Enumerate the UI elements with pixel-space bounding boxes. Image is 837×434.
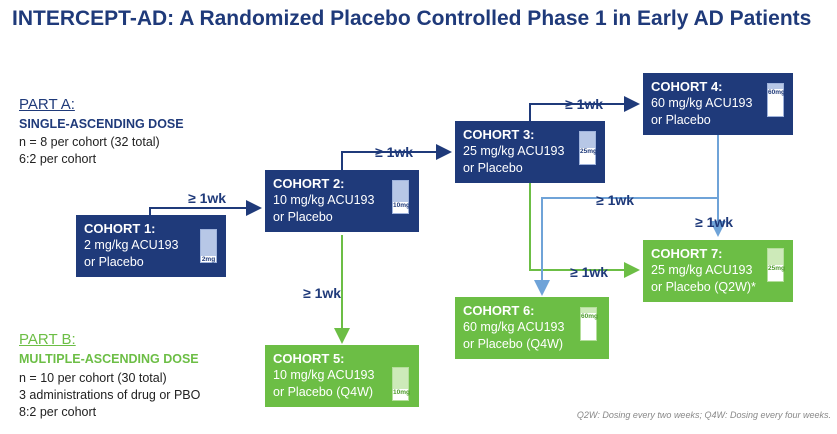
cohort-1-box: COHORT 1: 2 mg/kg ACU193 or Placebo 2mg <box>76 215 226 277</box>
cohort-4-vial-fill: 60mg <box>768 88 785 116</box>
part-b-line-3: 8:2 per cohort <box>19 405 97 419</box>
cohort-5-dose: 10 mg/kg ACU193 <box>273 368 375 382</box>
cohort-4-dose: 60 mg/kg ACU193 <box>651 96 753 110</box>
cohort-5-box: COHORT 5: 10 mg/kg ACU193 or Placebo (Q4… <box>265 345 419 407</box>
cohort-5-title: COHORT 5: <box>273 351 345 366</box>
cohort-2-placebo: or Placebo <box>273 210 333 224</box>
part-b-heading: PART B: <box>19 331 76 348</box>
cohort-4-vial-icon: 60mg <box>767 83 785 117</box>
part-a-heading: PART A: <box>19 96 75 113</box>
cohort-4-placebo: or Placebo <box>651 113 711 127</box>
cohort-5-placebo: or Placebo (Q4W) <box>273 385 374 399</box>
interval-label-c2-c5: ≥ 1wk <box>303 285 342 301</box>
cohort-5-vial-fill: 10mg <box>393 388 410 400</box>
cohort-1-title: COHORT 1: <box>84 221 156 236</box>
cohort-4-box: COHORT 4: 60 mg/kg ACU193 or Placebo 60m… <box>643 73 793 135</box>
interval-label-c2-c3: ≥ 1wk <box>375 144 414 160</box>
part-a-subheading: SINGLE-ASCENDING DOSE <box>19 117 184 131</box>
cohort-2-vial-fill: 10mg <box>393 201 410 213</box>
part-b-line-1: n = 10 per cohort (30 total) <box>19 371 167 385</box>
footnote: Q2W: Dosing every two weeks; Q4W: Dosing… <box>576 410 831 420</box>
cohort-7-vial-fill: 25mg <box>768 265 785 281</box>
cohort-6-dose: 60 mg/kg ACU193 <box>463 320 565 334</box>
cohort-2-title: COHORT 2: <box>273 176 345 191</box>
cohort-1-vial-icon: 2mg <box>200 229 217 263</box>
cohort-3-dose: 25 mg/kg ACU193 <box>463 144 565 158</box>
arrow-c1-c2 <box>149 200 262 216</box>
cohort-3-vial-fill: 25mg <box>580 148 597 164</box>
part-b-line-2: 3 administrations of drug or PBO <box>19 388 201 402</box>
interval-label-c1-c2: ≥ 1wk <box>188 190 227 206</box>
cohort-1-placebo: or Placebo <box>84 255 144 269</box>
part-a-line-2: 6:2 per cohort <box>19 152 97 166</box>
part-a-line-1: n = 8 per cohort (32 total) <box>19 135 160 149</box>
cohort-6-title: COHORT 6: <box>463 303 535 318</box>
interval-label-c3-c4: ≥ 1wk <box>565 96 604 112</box>
cohort-2-vial-icon: 10mg <box>392 180 410 214</box>
cohort-5-vial-icon: 10mg <box>392 367 410 401</box>
page-title: INTERCEPT-AD: A Randomized Placebo Contr… <box>12 7 812 30</box>
cohort-1-dose: 2 mg/kg ACU193 <box>84 238 179 252</box>
cohort-6-vial-icon: 60mg <box>580 307 598 341</box>
cohort-3-placebo: or Placebo <box>463 161 523 175</box>
cohort-2-dose: 10 mg/kg ACU193 <box>273 193 375 207</box>
cohort-3-vial-icon: 25mg <box>579 131 597 165</box>
cohort-3-title: COHORT 3: <box>463 127 535 142</box>
cohort-7-vial-icon: 25mg <box>767 248 785 282</box>
interval-label-c4-c6: ≥ 1wk <box>596 192 635 208</box>
cohort-6-vial-fill: 60mg <box>581 312 598 340</box>
cohort-7-title: COHORT 7: <box>651 246 723 261</box>
cohort-6-placebo: or Placebo (Q4W) <box>463 337 564 351</box>
cohort-7-dose: 25 mg/kg ACU193 <box>651 263 753 277</box>
cohort-7-placebo: or Placebo (Q2W)* <box>651 280 756 294</box>
arrow-c2-c3 <box>341 144 452 170</box>
cohort-6-box: COHORT 6: 60 mg/kg ACU193 or Placebo (Q4… <box>455 297 609 359</box>
cohort-4-title: COHORT 4: <box>651 79 723 94</box>
cohort-2-box: COHORT 2: 10 mg/kg ACU193 or Placebo 10m… <box>265 170 419 232</box>
cohort-1-vial-fill: 2mg <box>201 255 216 263</box>
interval-label-c4-c7: ≥ 1wk <box>695 214 734 230</box>
part-b-subheading: MULTIPLE-ASCENDING DOSE <box>19 352 199 366</box>
cohort-7-box: COHORT 7: 25 mg/kg ACU193 or Placebo (Q2… <box>643 240 793 302</box>
arrow-c3-c7 <box>529 182 640 278</box>
interval-label-c3-c7: ≥ 1wk <box>570 264 609 280</box>
arrow-c4-c6 <box>534 197 718 296</box>
cohort-3-box: COHORT 3: 25 mg/kg ACU193 or Placebo 25m… <box>455 121 605 183</box>
arrow-c3-c4 <box>529 96 640 121</box>
